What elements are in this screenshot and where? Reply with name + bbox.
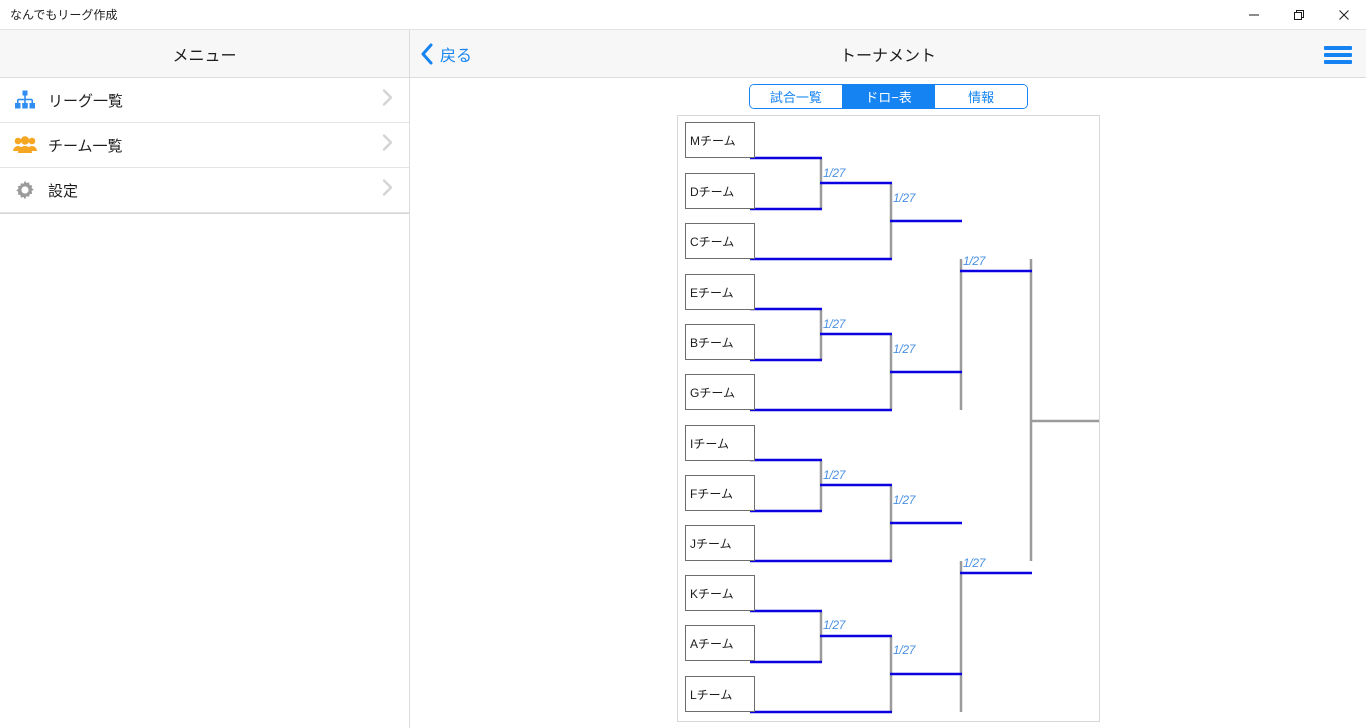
team-box[interactable]: Eチーム <box>685 274 755 310</box>
match-date-label[interactable]: 1/27 <box>893 191 916 205</box>
content-area: 試合一覧 ドロ−表 情報 <box>410 78 1366 728</box>
close-icon <box>1338 10 1349 20</box>
minimize-icon <box>1248 14 1259 16</box>
team-box[interactable]: Iチーム <box>685 425 755 461</box>
match-date-label[interactable]: 1/27 <box>893 493 916 507</box>
match-date-label[interactable]: 1/27 <box>823 468 846 482</box>
match-date-label[interactable]: 1/27 <box>893 342 916 356</box>
sidebar-navbar: メニュー <box>0 30 410 78</box>
team-box[interactable]: Jチーム <box>685 525 755 561</box>
maximize-button[interactable] <box>1276 0 1321 30</box>
team-box[interactable]: Kチーム <box>685 575 755 611</box>
bracket-vertical-connectors <box>819 158 1033 712</box>
page-title: トーナメント <box>839 47 936 65</box>
window-titlebar: なんでもリーグ作成 <box>0 0 1366 30</box>
chevron-left-icon <box>421 43 433 64</box>
team-box[interactable]: Lチーム <box>685 676 755 712</box>
sidebar-item-league-list[interactable]: リーグ一覧 <box>0 78 409 123</box>
sidebar-item-settings[interactable]: 設定 <box>0 168 409 213</box>
sidebar-item-label: 設定 <box>48 182 79 200</box>
match-date-label[interactable]: 1/27 <box>963 556 986 570</box>
view-tabs: 試合一覧 ドロ−表 情報 <box>749 84 1028 109</box>
users-icon <box>12 132 38 158</box>
sidebar-title: メニュー <box>172 47 237 65</box>
minimize-button[interactable] <box>1231 0 1276 30</box>
match-date-label[interactable]: 1/27 <box>823 166 846 180</box>
content-navbar: トーナメント 戻る <box>410 30 1366 78</box>
match-date-label[interactable]: 1/27 <box>963 254 986 268</box>
tournament-bracket-panel[interactable]: Mチーム Dチーム Cチーム Eチーム Bチーム Gチーム Iチーム Fチーム … <box>677 115 1100 722</box>
team-box[interactable]: Mチーム <box>685 122 755 158</box>
chevron-right-icon <box>382 179 393 202</box>
team-box[interactable]: Cチーム <box>685 223 755 259</box>
gear-icon <box>12 177 38 203</box>
sidebar-empty-area <box>0 213 409 728</box>
bracket-horizontal-lines <box>750 156 1032 714</box>
sidebar: リーグ一覧 チーム一覧 <box>0 78 410 728</box>
maximize-icon <box>1293 10 1304 20</box>
hamburger-bar-2 <box>1324 53 1352 57</box>
tab-info[interactable]: 情報 <box>935 85 1027 108</box>
hamburger-bar-3 <box>1324 60 1352 64</box>
back-label: 戻る <box>440 47 473 65</box>
hamburger-icon[interactable] <box>1320 44 1356 66</box>
chevron-right-icon <box>382 134 393 157</box>
window-controls <box>1231 0 1366 30</box>
back-button[interactable]: 戻る <box>420 42 472 66</box>
sitemap-icon <box>12 87 38 113</box>
team-box[interactable]: Bチーム <box>685 324 755 360</box>
match-date-label[interactable]: 1/27 <box>823 618 846 632</box>
app-title: なんでもリーグ作成 <box>10 8 118 22</box>
match-date-label[interactable]: 1/27 <box>893 643 916 657</box>
bracket-lines <box>750 156 1099 714</box>
tab-draw-table[interactable]: ドロ−表 <box>842 85 936 108</box>
sidebar-item-label: リーグ一覧 <box>48 92 124 110</box>
team-box[interactable]: Fチーム <box>685 475 755 511</box>
sidebar-item-label: チーム一覧 <box>48 137 123 155</box>
tab-match-list[interactable]: 試合一覧 <box>750 85 843 108</box>
hamburger-bar-1 <box>1324 46 1352 50</box>
match-date-label[interactable]: 1/27 <box>823 317 846 331</box>
close-button[interactable] <box>1321 0 1366 30</box>
team-box[interactable]: Gチーム <box>685 374 755 410</box>
chevron-right-icon <box>382 89 393 112</box>
team-box[interactable]: Aチーム <box>685 625 755 661</box>
sidebar-item-team-list[interactable]: チーム一覧 <box>0 123 409 168</box>
team-box[interactable]: Dチーム <box>685 173 755 209</box>
